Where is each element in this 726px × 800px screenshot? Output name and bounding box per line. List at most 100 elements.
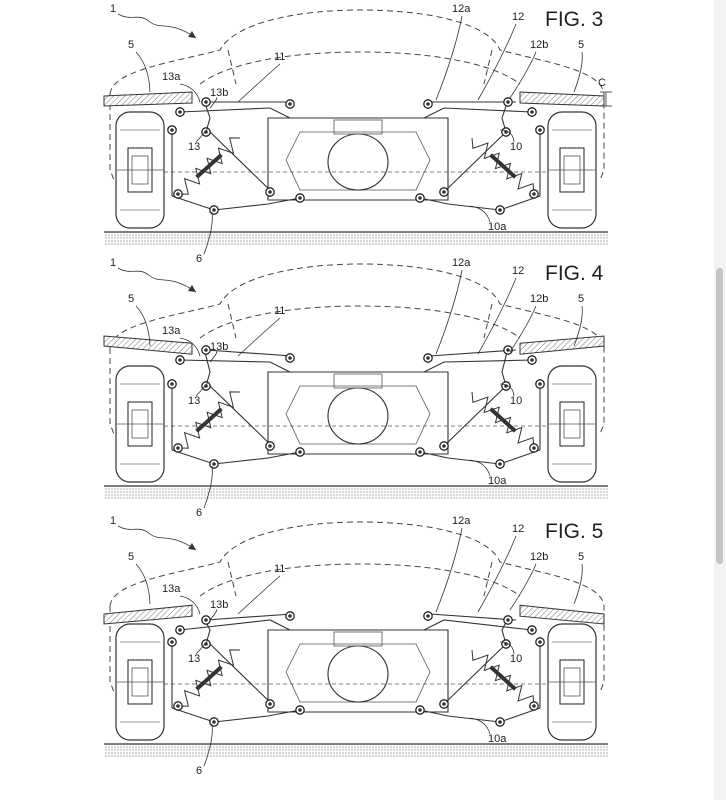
leader-11	[237, 63, 281, 103]
leader-12	[477, 277, 517, 355]
pivot-joint-12	[423, 353, 433, 363]
arrow-1	[188, 543, 196, 550]
uprights	[171, 382, 541, 450]
leader-12	[477, 535, 517, 613]
left-wheel	[115, 365, 165, 483]
leader-13b	[209, 351, 218, 363]
pivot-joint-15	[535, 637, 545, 647]
label-6: 6	[196, 765, 202, 777]
label-13a: 13a	[162, 583, 181, 595]
figure-title: FIG. 3	[545, 8, 603, 31]
actuator-links	[205, 349, 517, 357]
left-actuator-rod	[203, 347, 211, 387]
label-10: 10	[510, 141, 522, 153]
right-lower-arm	[419, 707, 541, 723]
label-12b: 12b	[530, 551, 548, 563]
leader-5-left	[135, 51, 151, 93]
pivot-joint-17	[415, 447, 425, 457]
leader-11	[237, 317, 281, 357]
vehicle-body-outline	[109, 521, 605, 693]
leader-5-left	[135, 563, 151, 605]
differential-housing	[285, 131, 431, 191]
pivot-joint-7	[209, 205, 219, 215]
right-wheel	[547, 623, 597, 741]
pivot-joint-15	[535, 379, 545, 389]
right-spring-damper-damper	[489, 153, 517, 179]
pivot-joint-17	[415, 705, 425, 715]
vehicle-body-outline	[109, 9, 605, 181]
leader-1	[117, 525, 197, 551]
pivot-joint-0	[175, 625, 185, 635]
label-13b: 13b	[210, 87, 228, 99]
pivot-joint-7	[209, 459, 219, 469]
pivot-joint-13	[439, 441, 449, 451]
right-fender-panel	[519, 604, 605, 625]
pivot-joint-4	[265, 187, 275, 197]
leader-1	[117, 13, 197, 39]
differential-casing	[327, 133, 389, 191]
label-12a: 12a	[452, 515, 471, 527]
pivot-joint-6	[167, 637, 177, 647]
right-wheel	[547, 111, 597, 229]
leader-12	[477, 23, 517, 101]
diagonal-struts	[209, 385, 507, 447]
pillar-outline	[227, 49, 493, 85]
scrollbar-thumb[interactable]	[716, 268, 723, 564]
right-lower-arm	[419, 195, 541, 211]
right-lower-arm	[419, 449, 541, 465]
label-11: 11	[274, 563, 285, 575]
ground-surface	[104, 744, 608, 758]
uprights	[171, 128, 541, 196]
right-spring-damper-damper	[489, 407, 517, 433]
leader-1	[117, 267, 197, 293]
leader-13a	[179, 83, 201, 103]
leader-12a	[435, 269, 463, 355]
pivot-joint-0	[175, 355, 185, 365]
pivot-joint-17	[415, 193, 425, 203]
pivot-joint-6	[167, 125, 177, 135]
label-13a: 13a	[162, 325, 181, 337]
right-upper-arm	[423, 107, 533, 119]
leader-12b	[509, 51, 537, 99]
leader-10a	[469, 717, 491, 735]
pivot-joint-1	[201, 345, 211, 355]
right-upper-arm	[423, 359, 533, 373]
leader-13	[195, 639, 209, 655]
label-13: 13	[188, 653, 200, 665]
left-lower-arm	[171, 707, 301, 723]
pivot-joint-13	[439, 699, 449, 709]
pivot-joint-16	[495, 717, 505, 727]
label-12: 12	[512, 11, 524, 23]
leader-13a	[179, 337, 201, 357]
label-13: 13	[188, 141, 200, 153]
label-5-right: 5	[578, 293, 584, 305]
label-11: 11	[274, 305, 285, 317]
left-wheel	[115, 623, 165, 741]
pivot-joint-9	[527, 625, 537, 635]
right-spring-damper-damper	[489, 665, 517, 691]
leader-5-right	[573, 563, 583, 605]
pivot-joint-8	[295, 193, 305, 203]
leader-6	[203, 211, 213, 255]
leader-5-left	[135, 305, 151, 347]
pivot-joint-4	[265, 699, 275, 709]
figure-title: FIG. 4	[545, 262, 604, 285]
leader-10	[499, 129, 515, 143]
pivot-joint-5	[173, 189, 183, 199]
left-fender-panel	[103, 604, 193, 625]
label-6: 6	[196, 253, 202, 265]
left-fender-panel	[103, 91, 193, 107]
leader-13	[195, 127, 209, 143]
label-10a: 10a	[488, 475, 507, 487]
pivot-joint-14	[529, 189, 539, 199]
left-upper-arm	[179, 359, 291, 373]
pivot-joint-8	[295, 447, 305, 457]
pillar-outline	[227, 303, 493, 339]
label-10: 10	[510, 653, 522, 665]
label-13b: 13b	[210, 341, 228, 353]
diagonal-struts	[209, 643, 507, 705]
arrow-1	[188, 31, 196, 38]
left-spring-damper-damper	[195, 665, 223, 691]
differential-top	[333, 631, 383, 647]
